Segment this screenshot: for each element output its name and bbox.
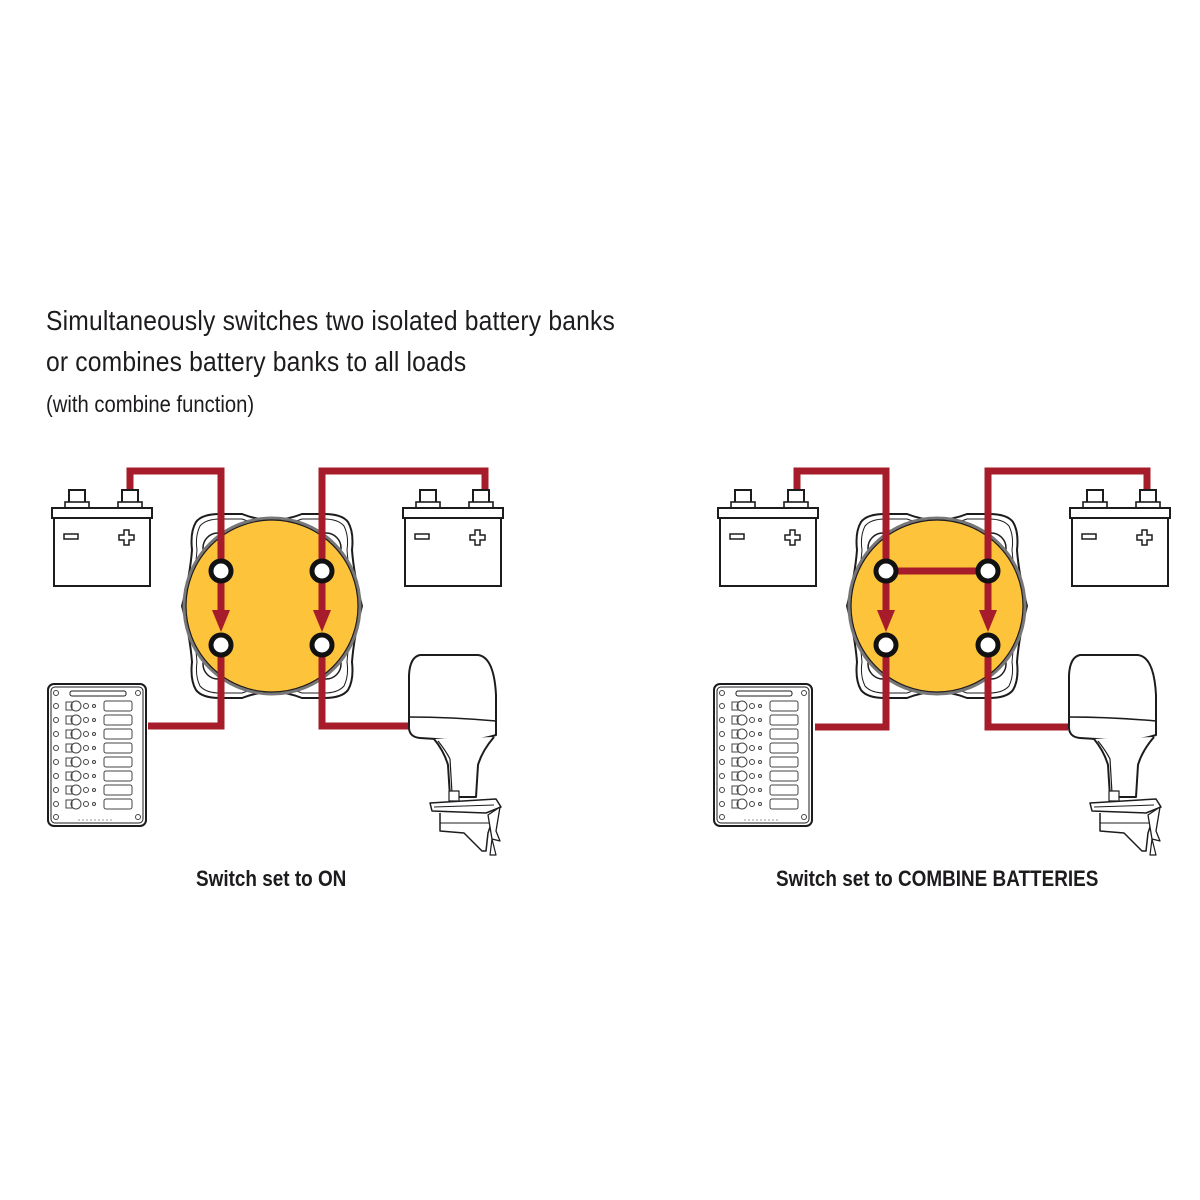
caption-switch-on: Switch set to ON [196, 866, 347, 891]
terminal-icon [312, 561, 332, 581]
terminal-icon [978, 561, 998, 581]
battery-left-icon [51, 489, 153, 587]
battery-right-icon [1069, 489, 1171, 587]
battery-left-icon [717, 489, 819, 587]
headline-line-1: Simultaneously switches two isolated bat… [46, 305, 615, 336]
battery-switch-icon [847, 514, 1027, 698]
headline-line-3: (with combine function) [46, 391, 255, 417]
headline: Simultaneously switches two isolated bat… [46, 300, 693, 426]
terminal-icon [978, 635, 998, 655]
terminal-icon [211, 635, 231, 655]
diagram-switch-combine [714, 467, 1171, 856]
switch-panel-icon [714, 684, 812, 826]
caption-switch-combine: Switch set to COMBINE BATTERIES [776, 866, 1099, 891]
outboard-motor-icon [407, 654, 502, 856]
diagram-switch-on [48, 467, 504, 856]
switch-panel-icon [48, 684, 146, 826]
terminal-icon [211, 561, 231, 581]
terminal-icon [876, 561, 896, 581]
battery-right-icon [402, 489, 504, 587]
battery-switch-icon [182, 514, 362, 698]
terminal-icon [312, 635, 332, 655]
outboard-motor-icon [1067, 654, 1162, 856]
headline-line-2: or combines battery banks to all loads [46, 346, 467, 377]
terminal-icon [876, 635, 896, 655]
